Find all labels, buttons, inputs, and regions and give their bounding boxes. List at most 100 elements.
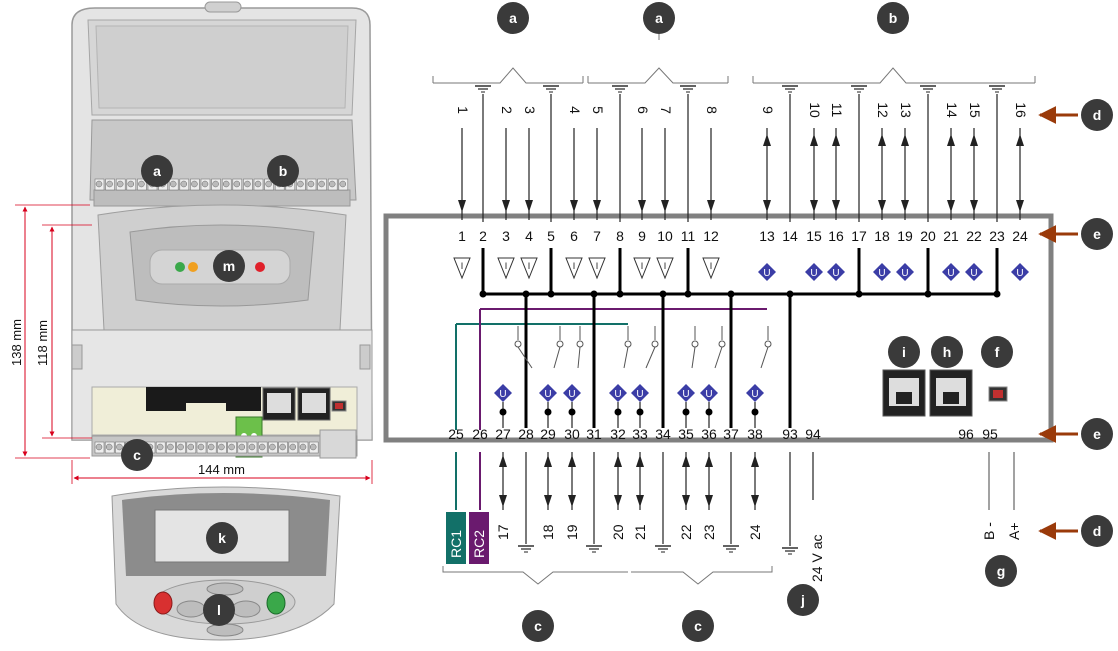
terminal-11: 11 — [681, 228, 696, 244]
terminal-24: 24 — [1012, 228, 1028, 244]
channel-label-24: 24 — [747, 524, 763, 540]
svg-text:U: U — [901, 268, 908, 279]
channel-label-19: 19 — [564, 524, 580, 540]
badge-top-b: b — [877, 2, 909, 34]
channel-label-11: 11 — [829, 103, 845, 118]
svg-text:U: U — [614, 389, 621, 400]
terminal-5: 5 — [547, 228, 555, 244]
output-symbol: U — [805, 263, 823, 281]
svg-text:a: a — [509, 10, 517, 26]
svg-text:U: U — [544, 389, 551, 400]
label-b-minus: B - — [981, 522, 997, 540]
controller-device: 138 mm 118 mm 144 mm a b m c k l — [9, 1, 373, 641]
badge-device-m: m — [213, 250, 245, 282]
channel-label-13: 13 — [898, 102, 914, 118]
terminal-1: 1 — [458, 228, 466, 244]
led-green — [175, 262, 185, 272]
terminal-37: 37 — [723, 426, 739, 442]
dip-switch-f[interactable] — [988, 386, 1008, 402]
terminal-3: 3 — [502, 228, 510, 244]
svg-text:h: h — [943, 344, 952, 360]
port-h[interactable] — [929, 369, 973, 417]
output-symbol: U — [827, 263, 845, 281]
badge-port-g: g — [985, 555, 1017, 587]
terminal-4: 4 — [525, 228, 533, 244]
dimension-height-inner: 118 mm — [35, 320, 50, 366]
terminal-9: 9 — [638, 228, 646, 244]
led-orange — [188, 262, 198, 272]
channel-label-6: 6 — [635, 106, 651, 114]
svg-text:I: I — [641, 261, 644, 271]
output-symbol: U — [896, 263, 914, 281]
terminal-27: 27 — [495, 426, 511, 442]
svg-text:l: l — [217, 602, 221, 618]
input-symbol: I — [702, 257, 720, 280]
terminal-18: 18 — [874, 228, 890, 244]
channel-label-18: 18 — [540, 524, 556, 540]
input-symbol: I — [520, 257, 538, 280]
terminal-16: 16 — [828, 228, 844, 244]
cancel-key[interactable] — [153, 591, 173, 615]
ground-symbol — [543, 85, 559, 93]
badge-port-f: f — [981, 336, 1013, 368]
channel-label-3: 3 — [522, 106, 538, 114]
svg-text:c: c — [694, 618, 702, 634]
terminal-2: 2 — [479, 228, 487, 244]
label-rc2: RC2 — [471, 530, 487, 558]
channel-label-9: 9 — [760, 106, 776, 114]
terminal-19: 19 — [897, 228, 913, 244]
terminal-25: 25 — [448, 426, 464, 442]
terminal-12: 12 — [703, 228, 719, 244]
badge-bottom-j: j — [787, 584, 819, 616]
svg-text:U: U — [832, 268, 839, 279]
ground-symbol — [851, 85, 867, 93]
svg-text:U: U — [1016, 268, 1023, 279]
down-key[interactable] — [206, 623, 244, 637]
svg-text:c: c — [534, 618, 542, 634]
dimension-height-outer: 138 mm — [9, 319, 24, 366]
channel-label-8: 8 — [704, 106, 720, 114]
svg-text:e: e — [1093, 226, 1101, 242]
badge-side-d-bottom: d — [1081, 515, 1113, 547]
up-key[interactable] — [206, 582, 244, 596]
port-i[interactable] — [882, 369, 926, 417]
badge-device-l: l — [203, 594, 235, 626]
badge-port-h: h — [931, 336, 963, 368]
svg-text:I: I — [528, 261, 531, 271]
svg-text:I: I — [573, 261, 576, 271]
left-key[interactable] — [176, 600, 206, 618]
relay-output-symbol: U — [494, 384, 512, 402]
svg-text:j: j — [800, 592, 805, 608]
terminal-7: 7 — [593, 228, 601, 244]
terminal-34: 34 — [655, 426, 671, 442]
dimension-lines: 138 mm 118 mm 144 mm — [9, 204, 373, 484]
terminal-36: 36 — [701, 426, 717, 442]
input-symbol: I — [497, 257, 515, 280]
terminal-31: 31 — [586, 426, 602, 442]
svg-text:I: I — [461, 261, 464, 271]
svg-text:I: I — [596, 261, 599, 271]
svg-text:U: U — [705, 389, 712, 400]
svg-text:I: I — [505, 261, 508, 271]
ground-symbol — [586, 545, 602, 553]
confirm-key[interactable] — [266, 591, 286, 615]
channel-label-14: 14 — [944, 102, 960, 118]
relay-output-symbol: U — [631, 384, 649, 402]
svg-text:U: U — [682, 389, 689, 400]
svg-text:b: b — [279, 163, 288, 179]
channel-label-16: 16 — [1013, 102, 1029, 118]
terminal-13: 13 — [759, 228, 775, 244]
badge-top-a2: a — [643, 2, 675, 34]
svg-text:U: U — [763, 268, 770, 279]
terminal-6: 6 — [570, 228, 578, 244]
svg-text:g: g — [997, 563, 1006, 579]
badge-device-c: c — [121, 439, 153, 471]
svg-text:U: U — [947, 268, 954, 279]
svg-text:U: U — [499, 389, 506, 400]
svg-text:b: b — [889, 10, 898, 26]
badge-device-b: b — [267, 155, 299, 187]
relay-output-symbol: U — [609, 384, 627, 402]
right-key[interactable] — [231, 600, 261, 618]
svg-text:k: k — [218, 530, 226, 546]
